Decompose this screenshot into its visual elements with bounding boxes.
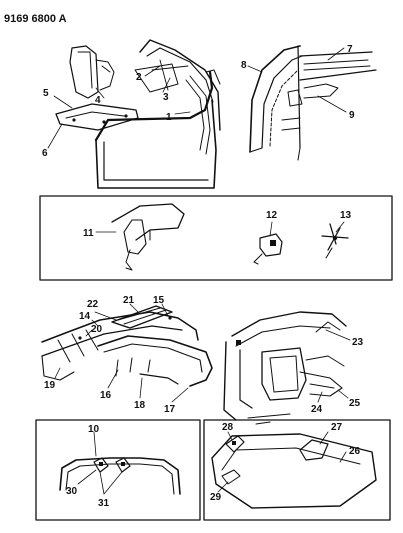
- callout-20: 20: [91, 324, 103, 335]
- callout-9: 9: [349, 110, 355, 121]
- roof-bow-illustration: [41, 305, 213, 387]
- callout-11: 11: [83, 228, 94, 239]
- callout-12: 12: [266, 210, 278, 221]
- callout-26: 26: [349, 446, 361, 457]
- callout-28: 28: [222, 422, 234, 433]
- headliner-panel-illustration: [211, 433, 377, 509]
- callout-14: 14: [79, 311, 91, 322]
- callout-19: 19: [44, 380, 56, 391]
- leader-lines-lower-right: [317, 329, 351, 403]
- callout-7: 7: [347, 44, 353, 55]
- callout-23: 23: [352, 337, 364, 348]
- callout-27: 27: [331, 422, 343, 433]
- callout-29: 29: [210, 492, 222, 503]
- leader-lines-bottom-left: [77, 431, 123, 495]
- callout-6: 6: [42, 148, 48, 159]
- callout-17: 17: [164, 404, 176, 415]
- callout-3: 3: [163, 92, 169, 103]
- rear-quarter-illustration: [223, 311, 347, 425]
- middle-box-parts: [111, 203, 349, 271]
- leader-lines-top-right: [247, 47, 347, 113]
- callout-1: 1: [166, 112, 172, 123]
- leader-lines-lower-left: [54, 303, 189, 403]
- leader-lines-middle: [95, 221, 345, 237]
- callout-22: 22: [87, 299, 99, 310]
- diagram-code: 9169 6800 A: [4, 13, 67, 25]
- door-frame-illustration: [55, 39, 221, 189]
- leader-lines-top-left: [47, 65, 191, 149]
- parts-box-middle: [39, 195, 393, 281]
- leader-lines-bottom-right: [217, 431, 347, 493]
- callout-21: 21: [123, 295, 135, 306]
- callout-4: 4: [95, 95, 101, 106]
- callout-8: 8: [241, 60, 247, 71]
- bow-clip-illustration: [59, 457, 181, 495]
- callout-31: 31: [98, 498, 110, 509]
- callout-25: 25: [349, 398, 361, 409]
- callout-5: 5: [43, 88, 49, 99]
- callout-24: 24: [311, 404, 323, 415]
- callout-13: 13: [340, 210, 352, 221]
- callout-2: 2: [136, 72, 142, 83]
- callout-15: 15: [153, 295, 165, 306]
- callout-18: 18: [134, 400, 146, 411]
- callout-10: 10: [88, 424, 100, 435]
- roof-rail-illustration: [249, 45, 377, 161]
- parts-box-bottom-left: [35, 419, 201, 521]
- callout-30: 30: [66, 486, 78, 497]
- callout-16: 16: [100, 390, 112, 401]
- parts-box-bottom-right: [203, 419, 391, 521]
